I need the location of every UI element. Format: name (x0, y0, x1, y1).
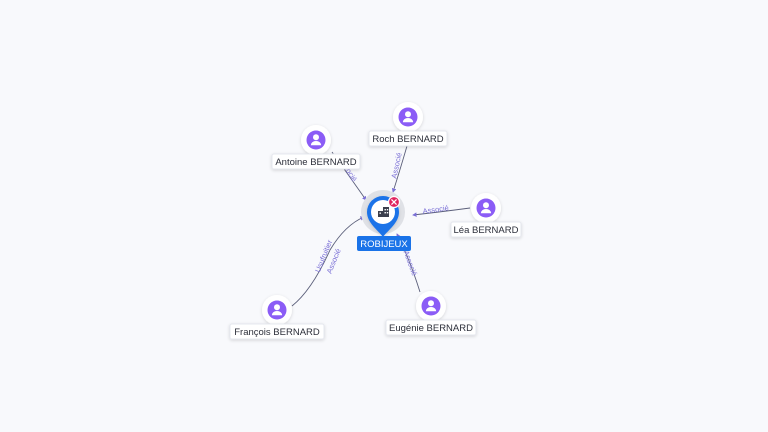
name-label-box (450, 221, 522, 238)
person-icon (306, 130, 326, 150)
person-icon (398, 107, 418, 127)
person-icon (267, 300, 287, 320)
edge-label-lea: Associé (422, 203, 449, 216)
name-label-box (368, 130, 448, 147)
person-name-lea: Léa BERNARD (454, 225, 519, 236)
name-label-box (385, 319, 477, 336)
building-icon (378, 207, 389, 217)
name-label-box (271, 153, 361, 170)
edge-roch[interactable]: Associé (389, 145, 408, 193)
person-node-antoine[interactable]: Antoine BERNARD (271, 125, 361, 170)
close-icon (391, 199, 397, 205)
company-label[interactable]: ROBIJEUX (357, 236, 411, 251)
person-node-roch[interactable]: Roch BERNARD (368, 102, 448, 147)
person-name-eugenie: Eugénie BERNARD (389, 323, 473, 334)
edge-label-eugenie: Associé (402, 249, 419, 277)
person-icon (421, 296, 441, 316)
person-icon (476, 198, 496, 218)
remove-badge[interactable] (387, 195, 401, 209)
person-name-antoine: Antoine BERNARD (275, 157, 356, 168)
name-label-box (229, 323, 325, 340)
person-node-francois[interactable]: François BERNARD (229, 295, 325, 340)
company-node[interactable]: ROBIJEUX (357, 190, 411, 251)
edge-lea[interactable]: Associé (412, 203, 471, 217)
person-node-eugenie[interactable]: Eugénie BERNARD (385, 291, 477, 336)
person-node-lea[interactable]: Léa BERNARD (450, 193, 522, 238)
edge-francois[interactable]: Usufruitier Associé (291, 216, 365, 307)
company-label-text: ROBIJEUX (360, 239, 408, 250)
person-name-roch: Roch BERNARD (372, 134, 443, 145)
person-name-francois: François BERNARD (234, 327, 320, 338)
